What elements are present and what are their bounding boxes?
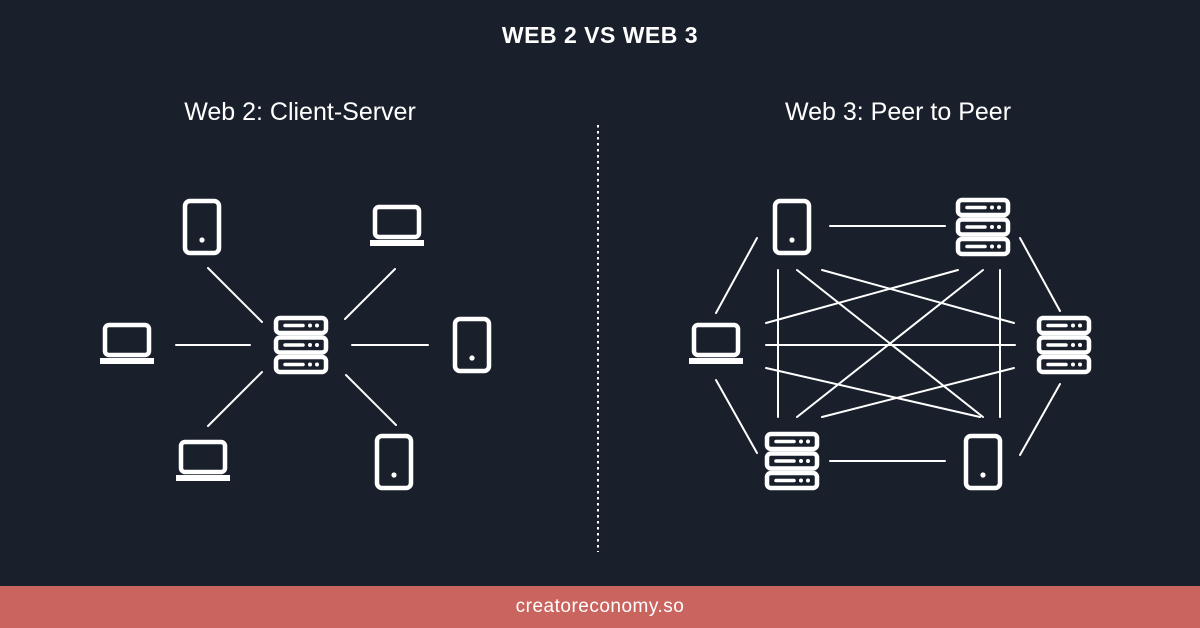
web2-title: Web 2: Client-Server [184, 98, 416, 126]
web3-edge [765, 367, 981, 418]
web3-edge [1019, 237, 1061, 312]
server-icon [276, 318, 326, 372]
phone-icon [966, 436, 1000, 488]
web3-title: Web 3: Peer to Peer [784, 98, 1012, 126]
phone-icon [377, 436, 411, 488]
web2-edge [345, 374, 397, 426]
web3-edge [821, 367, 1015, 418]
web2-edge [207, 267, 263, 323]
web3-connections [715, 225, 1061, 462]
page-title: WEB 2 VS WEB 3 [501, 22, 699, 48]
web2-edge [207, 371, 263, 427]
phone-icon [775, 201, 809, 253]
laptop-icon [689, 325, 743, 364]
server-icon [958, 200, 1008, 254]
network-diagram [0, 125, 1200, 552]
web2-connections [175, 267, 429, 427]
server-icon [767, 434, 817, 488]
server-icon [1039, 318, 1089, 372]
footer-link[interactable]: creatoreconomy.so [515, 596, 685, 617]
laptop-icon [370, 207, 424, 246]
laptop-icon [176, 442, 230, 481]
web3-edge [715, 379, 758, 454]
footer-banner: creatoreconomy.so [0, 586, 1200, 628]
web2-edge [344, 268, 396, 320]
web3-edge [1019, 383, 1061, 456]
web3-edge [765, 269, 959, 324]
web3-edge [796, 269, 984, 418]
phone-icon [185, 201, 219, 253]
laptop-icon [100, 325, 154, 364]
web3-edge [821, 269, 1015, 324]
web3-edge [715, 237, 758, 314]
phone-icon [455, 319, 489, 371]
